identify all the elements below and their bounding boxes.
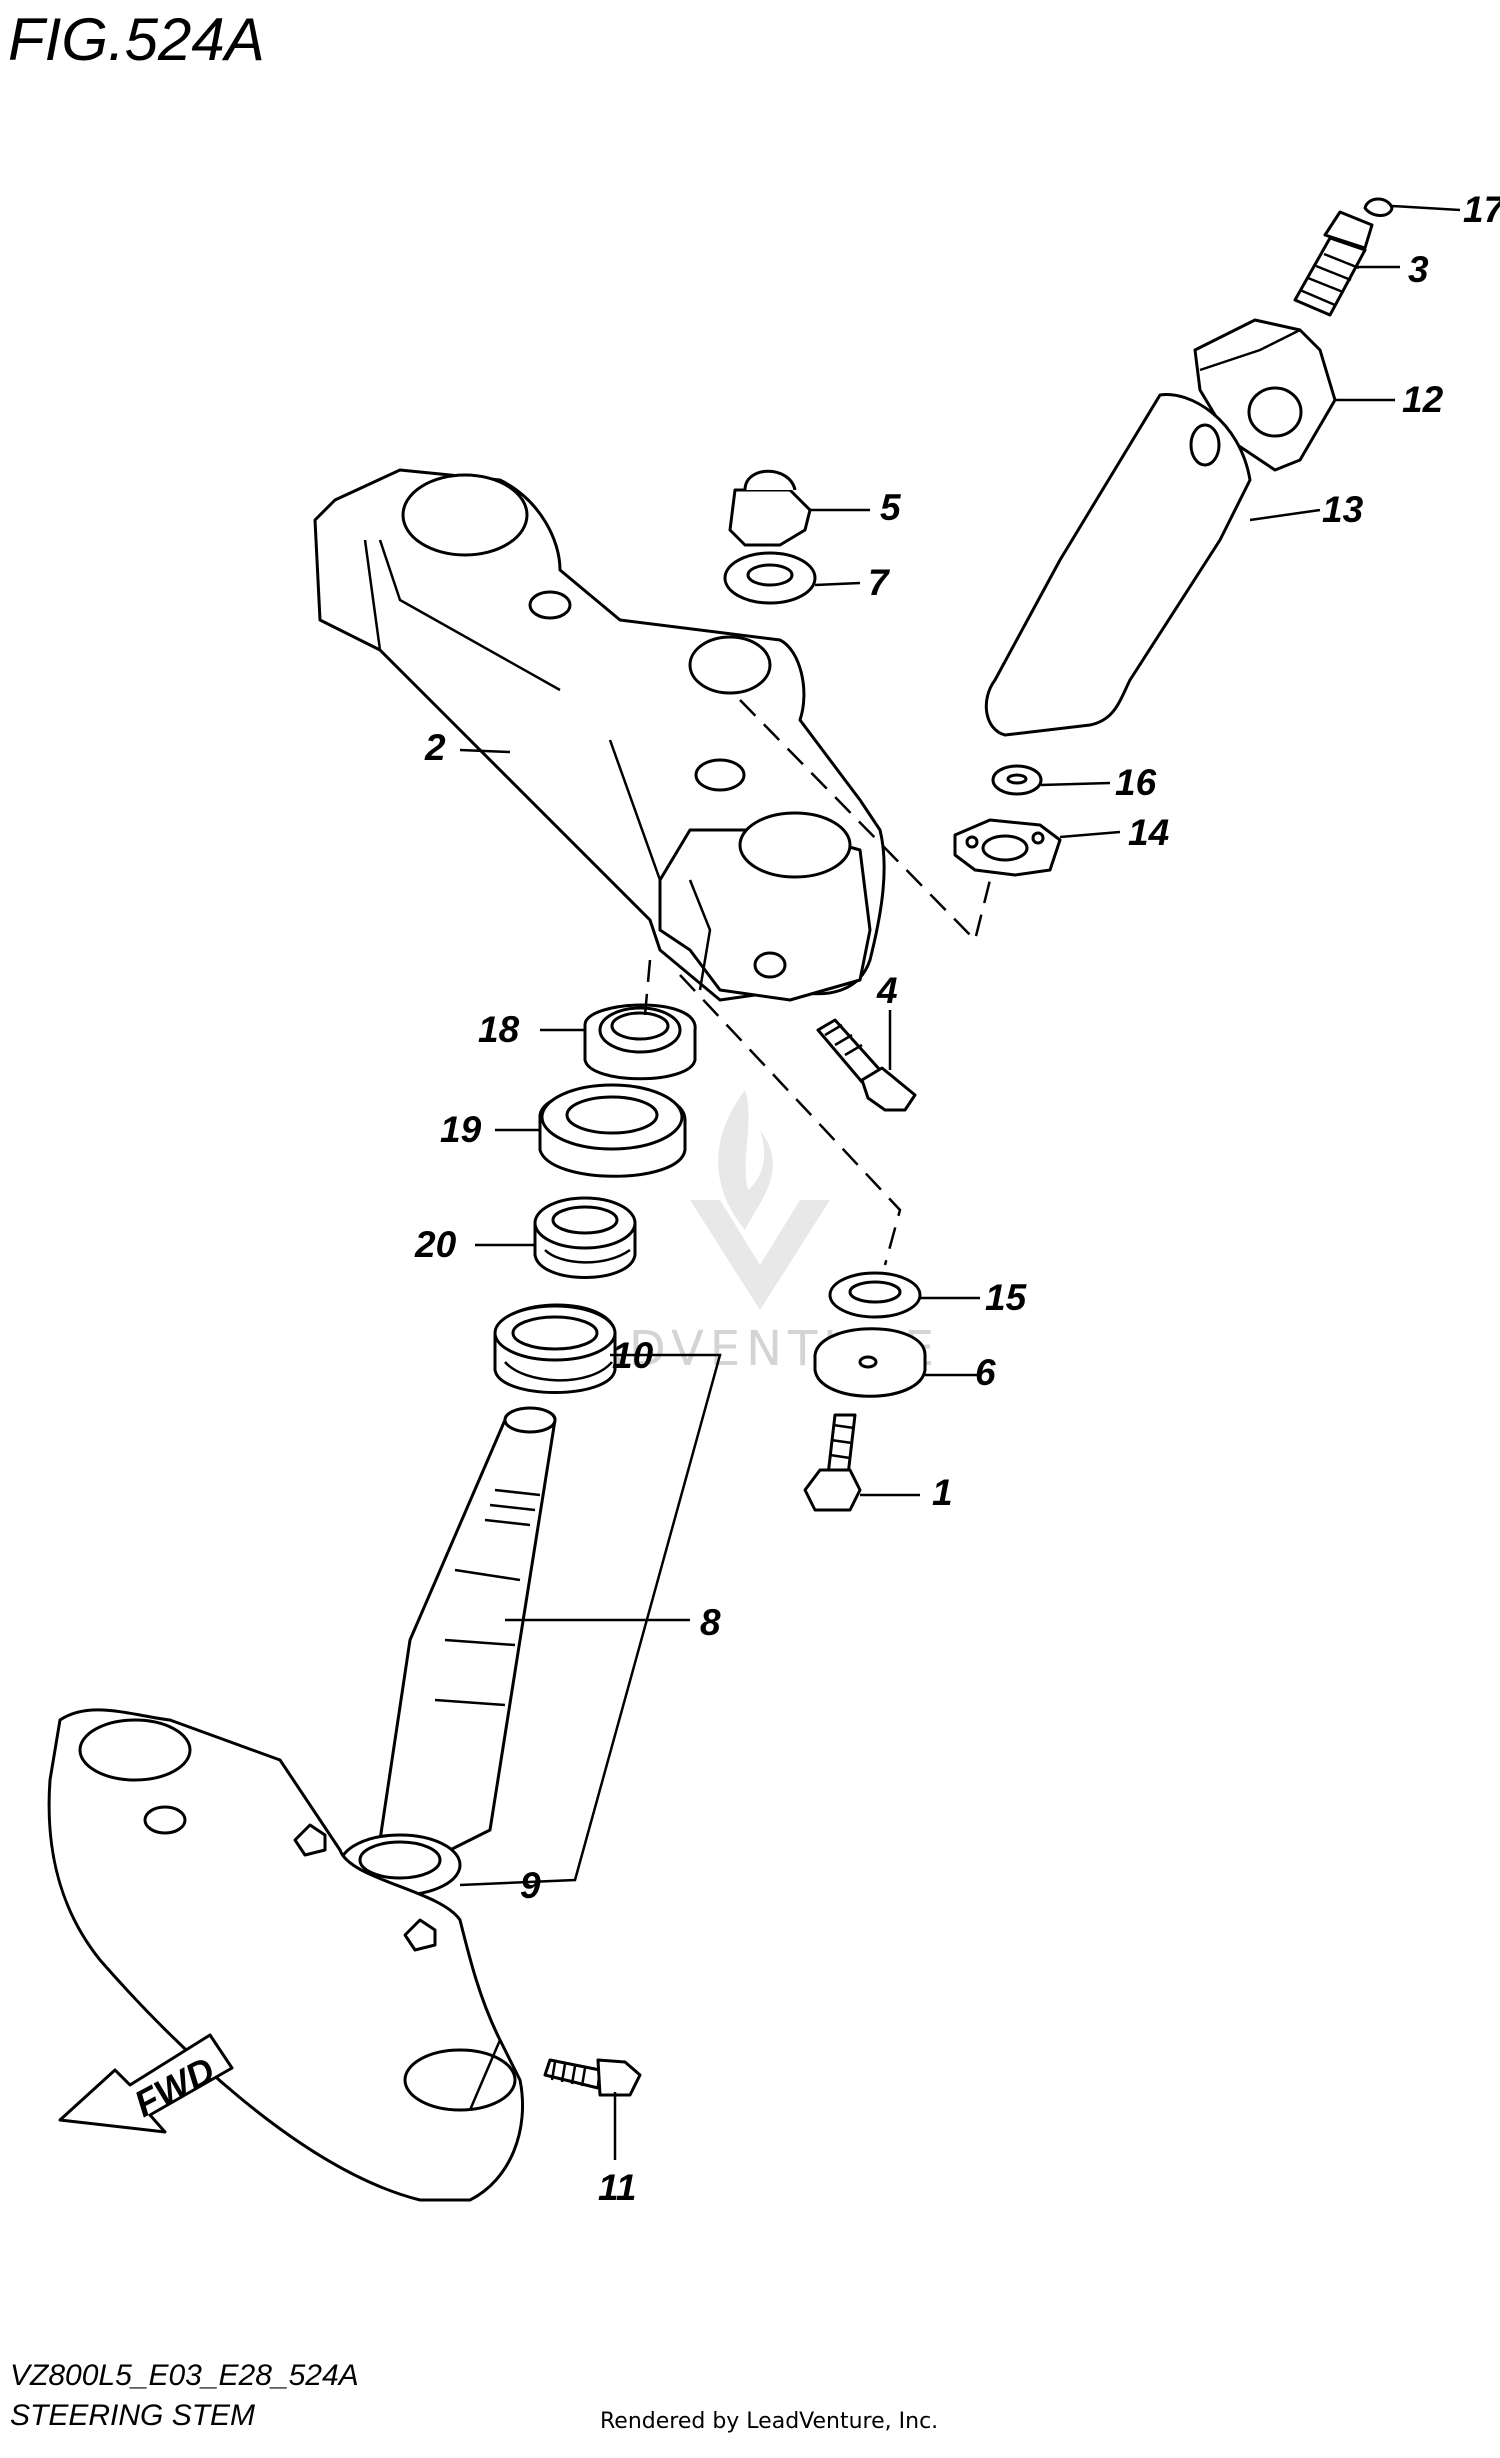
callout-14[interactable]: 14	[1128, 812, 1169, 853]
callout-6[interactable]: 6	[975, 1352, 996, 1393]
callout-5[interactable]: 5	[880, 487, 902, 528]
fwd-arrow-icon: FWD	[58, 2033, 234, 2134]
part-2-upper-bracket[interactable]	[313, 468, 886, 1002]
part-11-bolt[interactable]	[543, 2058, 642, 2097]
part-16-washer[interactable]	[991, 764, 1043, 796]
part-5-cap-nut[interactable]	[728, 469, 812, 547]
part-19-seal[interactable]	[538, 1083, 687, 1178]
part-13-cover[interactable]	[984, 392, 1252, 737]
part-17-clip[interactable]	[1363, 197, 1394, 217]
part-8-steering-stem[interactable]	[378, 1406, 557, 1852]
part-1-bolt[interactable]	[803, 1413, 862, 1512]
callout-3[interactable]: 3	[1408, 249, 1429, 290]
callout-10[interactable]: 10	[612, 1335, 654, 1376]
callout-9[interactable]: 9	[520, 1865, 541, 1906]
callout-7[interactable]: 7	[868, 562, 891, 603]
figure-title: FIG.524A	[8, 6, 265, 73]
leader-lines	[459, 204, 1461, 2160]
callout-13[interactable]: 13	[1322, 489, 1364, 530]
assembly-guide-lines	[643, 699, 992, 1266]
section-name: STEERING STEM	[10, 2399, 255, 2432]
part-10-bearing[interactable]	[493, 1303, 617, 1394]
part-6-washer[interactable]	[813, 1327, 927, 1398]
credit-text: Rendered by LeadVenture, Inc.	[600, 2409, 938, 2434]
callout-15[interactable]: 15	[985, 1277, 1028, 1318]
part-20-bearing[interactable]	[533, 1196, 637, 1279]
part-7-washer[interactable]	[723, 551, 817, 605]
callout-4[interactable]: 4	[876, 970, 898, 1011]
callout-2[interactable]: 2	[424, 727, 446, 768]
lower-bracket	[47, 1708, 525, 2202]
part-18-nut[interactable]	[583, 1003, 697, 1081]
callout-8[interactable]: 8	[700, 1602, 721, 1643]
callout-18[interactable]: 18	[478, 1009, 520, 1050]
callout-19[interactable]: 19	[440, 1109, 482, 1150]
callout-labels: 1 2 3 4 5 6 7 8 9 10 11 12 13 14 15 16 1…	[414, 189, 1500, 2208]
part-4-bolt[interactable]	[816, 1018, 917, 1112]
callout-16[interactable]: 16	[1115, 762, 1157, 803]
callout-1[interactable]: 1	[932, 1472, 953, 1513]
callout-12[interactable]: 12	[1402, 379, 1444, 420]
callout-11[interactable]: 11	[598, 2167, 636, 2208]
part-3-bolt[interactable]	[1293, 210, 1374, 317]
callout-17[interactable]: 17	[1463, 189, 1500, 230]
model-code: VZ800L5_E03_E28_524A	[10, 2359, 359, 2392]
callout-20[interactable]: 20	[414, 1224, 457, 1265]
part-15-seal[interactable]	[828, 1271, 922, 1319]
part-14-plate[interactable]	[953, 818, 1062, 877]
